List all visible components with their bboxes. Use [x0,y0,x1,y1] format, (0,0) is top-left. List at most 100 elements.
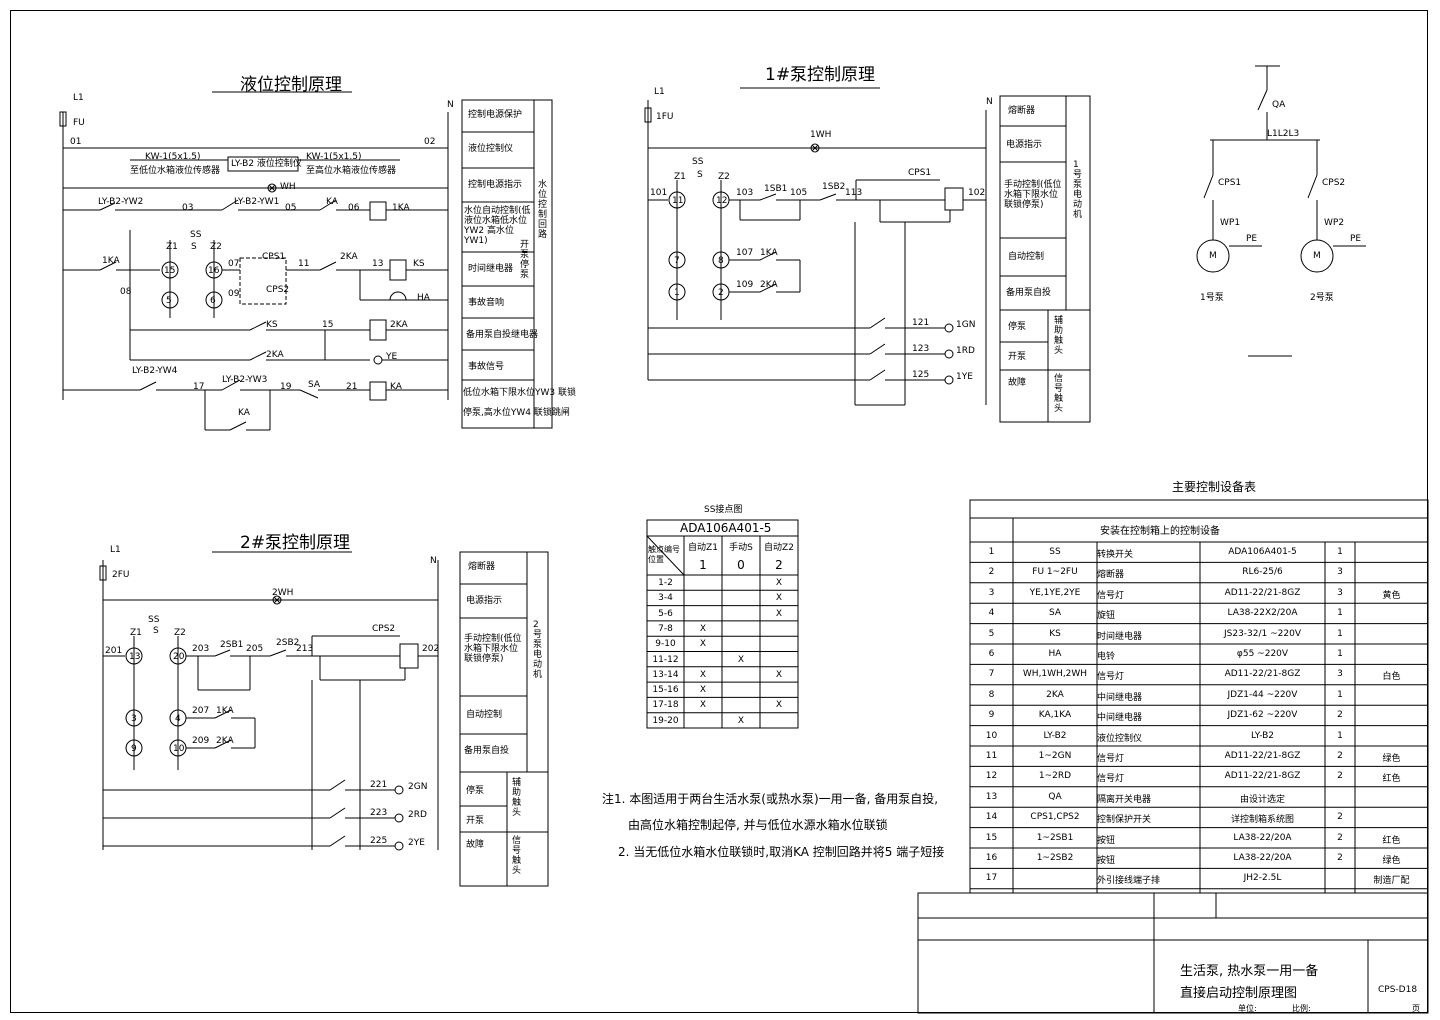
equip-symbol: SS [1049,547,1061,557]
label: KA [326,197,338,207]
equip-model: 由设计选定 [1239,794,1285,805]
legend-item: 事故信号 [468,362,505,372]
equip-qty: 2 [1337,771,1343,782]
title-equip-table: 主要控制设备表 [1172,480,1257,494]
equip-no: 15 [985,832,998,843]
equip-model: JDZ1-62 ~220V [1227,710,1298,721]
ss-contact-mark: X [775,593,783,604]
equip-model: ADA106A401-5 [1228,547,1297,557]
equip-qty: 1 [1337,730,1343,741]
equip-no: 16 [985,853,998,863]
equip-model: LA38-22X2/20A [1227,608,1298,619]
legend-extra: 开泵 停泵 [520,240,530,280]
equip-no: 9 [988,710,995,721]
label: 2RD [408,810,427,820]
label: PE [1246,234,1258,244]
label: 202 [422,644,440,654]
note-line: 2. 当无低位水箱水位联锁时,取消KA 控制回路并将5 端子短接 [618,845,945,859]
label: 207 [192,706,210,716]
label: M [1313,251,1321,261]
label: 5 [166,296,172,306]
equip-symbol: HA [1048,649,1062,659]
legend-item: 熔断器 [1008,106,1036,116]
label: KW-1(5x1.5) [306,152,362,162]
label: LY-B2-YW2 [98,197,144,207]
equip-model: JH2-2.5L [1243,873,1282,884]
label: 113 [845,188,863,198]
unit-label: 单位: [1238,1004,1257,1013]
equip-symbol: 1~2GN [1038,751,1072,761]
label: 至低位水箱液位传感器 [130,166,221,176]
equip-qty: 2 [1337,812,1343,823]
label: 01 [70,137,82,147]
label: 2号泵 [1310,293,1334,303]
equip-no: 1 [988,547,995,557]
equip-name: 熔断器 [1097,570,1125,581]
title-level: 液位控制原理 [240,75,342,95]
legend-item: 备用泵自投继电器 [466,330,539,340]
page-label: 页 [1412,1004,1420,1013]
label: Z1 [674,172,686,182]
ss-contact-id: 3-4 [658,593,673,604]
equip-qty: 1 [1337,547,1343,557]
ss-contact-mark: X [699,700,707,711]
ss-contact-id: 11-12 [652,654,679,665]
label: 7 [674,256,680,266]
equip-no: 6 [988,649,995,659]
equip-name: 按钮 [1097,835,1116,846]
label: 1FU [656,112,674,122]
equip-qty: 1 [1337,628,1343,639]
equip-qty: 3 [1337,669,1343,680]
equip-symbol: KA,1KA [1038,710,1072,721]
label: Z2 [210,242,222,252]
equip-note: 红色 [1382,774,1401,785]
drawing-code: CPS-D18 [1378,985,1418,995]
equip-symbol: CPS1,CPS2 [1030,812,1080,823]
legend-item: 事故音响 [468,298,505,308]
ss-contact-mark: X [737,654,745,665]
equip-qty: 3 [1337,587,1343,598]
label: 1KA [102,256,120,266]
equip-name: 旋钮 [1097,611,1116,622]
label: 103 [736,188,754,198]
ss-contact-id: 15-16 [652,685,679,696]
legend-item: 电源指示 [466,596,503,606]
equip-name: 信号灯 [1097,590,1125,601]
label: S [153,626,159,636]
label: CPS1 [908,168,932,178]
ss-contact-id: 5-6 [658,608,673,619]
label: 2SB1 [220,640,244,650]
equip-no: 8 [988,689,995,700]
drawing-name-1: 生活泵, 热水泵一用一备 [1180,964,1319,979]
equip-qty: 1 [1337,689,1343,700]
label: 19 [280,382,292,392]
label: KW-1(5x1.5) [145,152,201,162]
legend-side: 水位控制回路 [538,180,548,240]
equip-model: 详控制箱系统图 [1230,815,1294,826]
label: WH [280,182,296,192]
legend-item: 手动控制(低位水箱下限水位联锁停泵) [464,634,522,664]
label: KS [266,320,278,330]
ss-contact-id: 9-10 [655,639,676,650]
equip-note: 白色 [1382,672,1401,683]
equip-no: 13 [985,791,998,802]
legend-item: 停泵,高水位YW4 联锁跳闸 [463,408,570,418]
ss-position: 0 [737,558,745,572]
label: 1 [674,288,680,298]
equip-symbol: WH,1WH,2WH [1022,669,1088,680]
label: QA [1272,100,1286,110]
legend-sig: 信号触头 [512,836,522,876]
equip-qty: 2 [1337,710,1343,721]
legend-sig: 信号触头 [1054,374,1064,414]
label: CPS2 [1322,178,1346,188]
label: 2KA [216,736,234,746]
equip-no: 3 [988,587,995,598]
label: CPS2 [372,624,396,634]
equip-no: 5 [988,628,995,639]
label: 2WH [272,588,294,598]
legend-item: 液位控制仪 [468,144,514,154]
legend-item: 停泵 [466,786,485,796]
label: L1 [73,93,84,103]
label: WP1 [1220,218,1241,228]
equip-symbol: 1~2RD [1038,771,1072,782]
